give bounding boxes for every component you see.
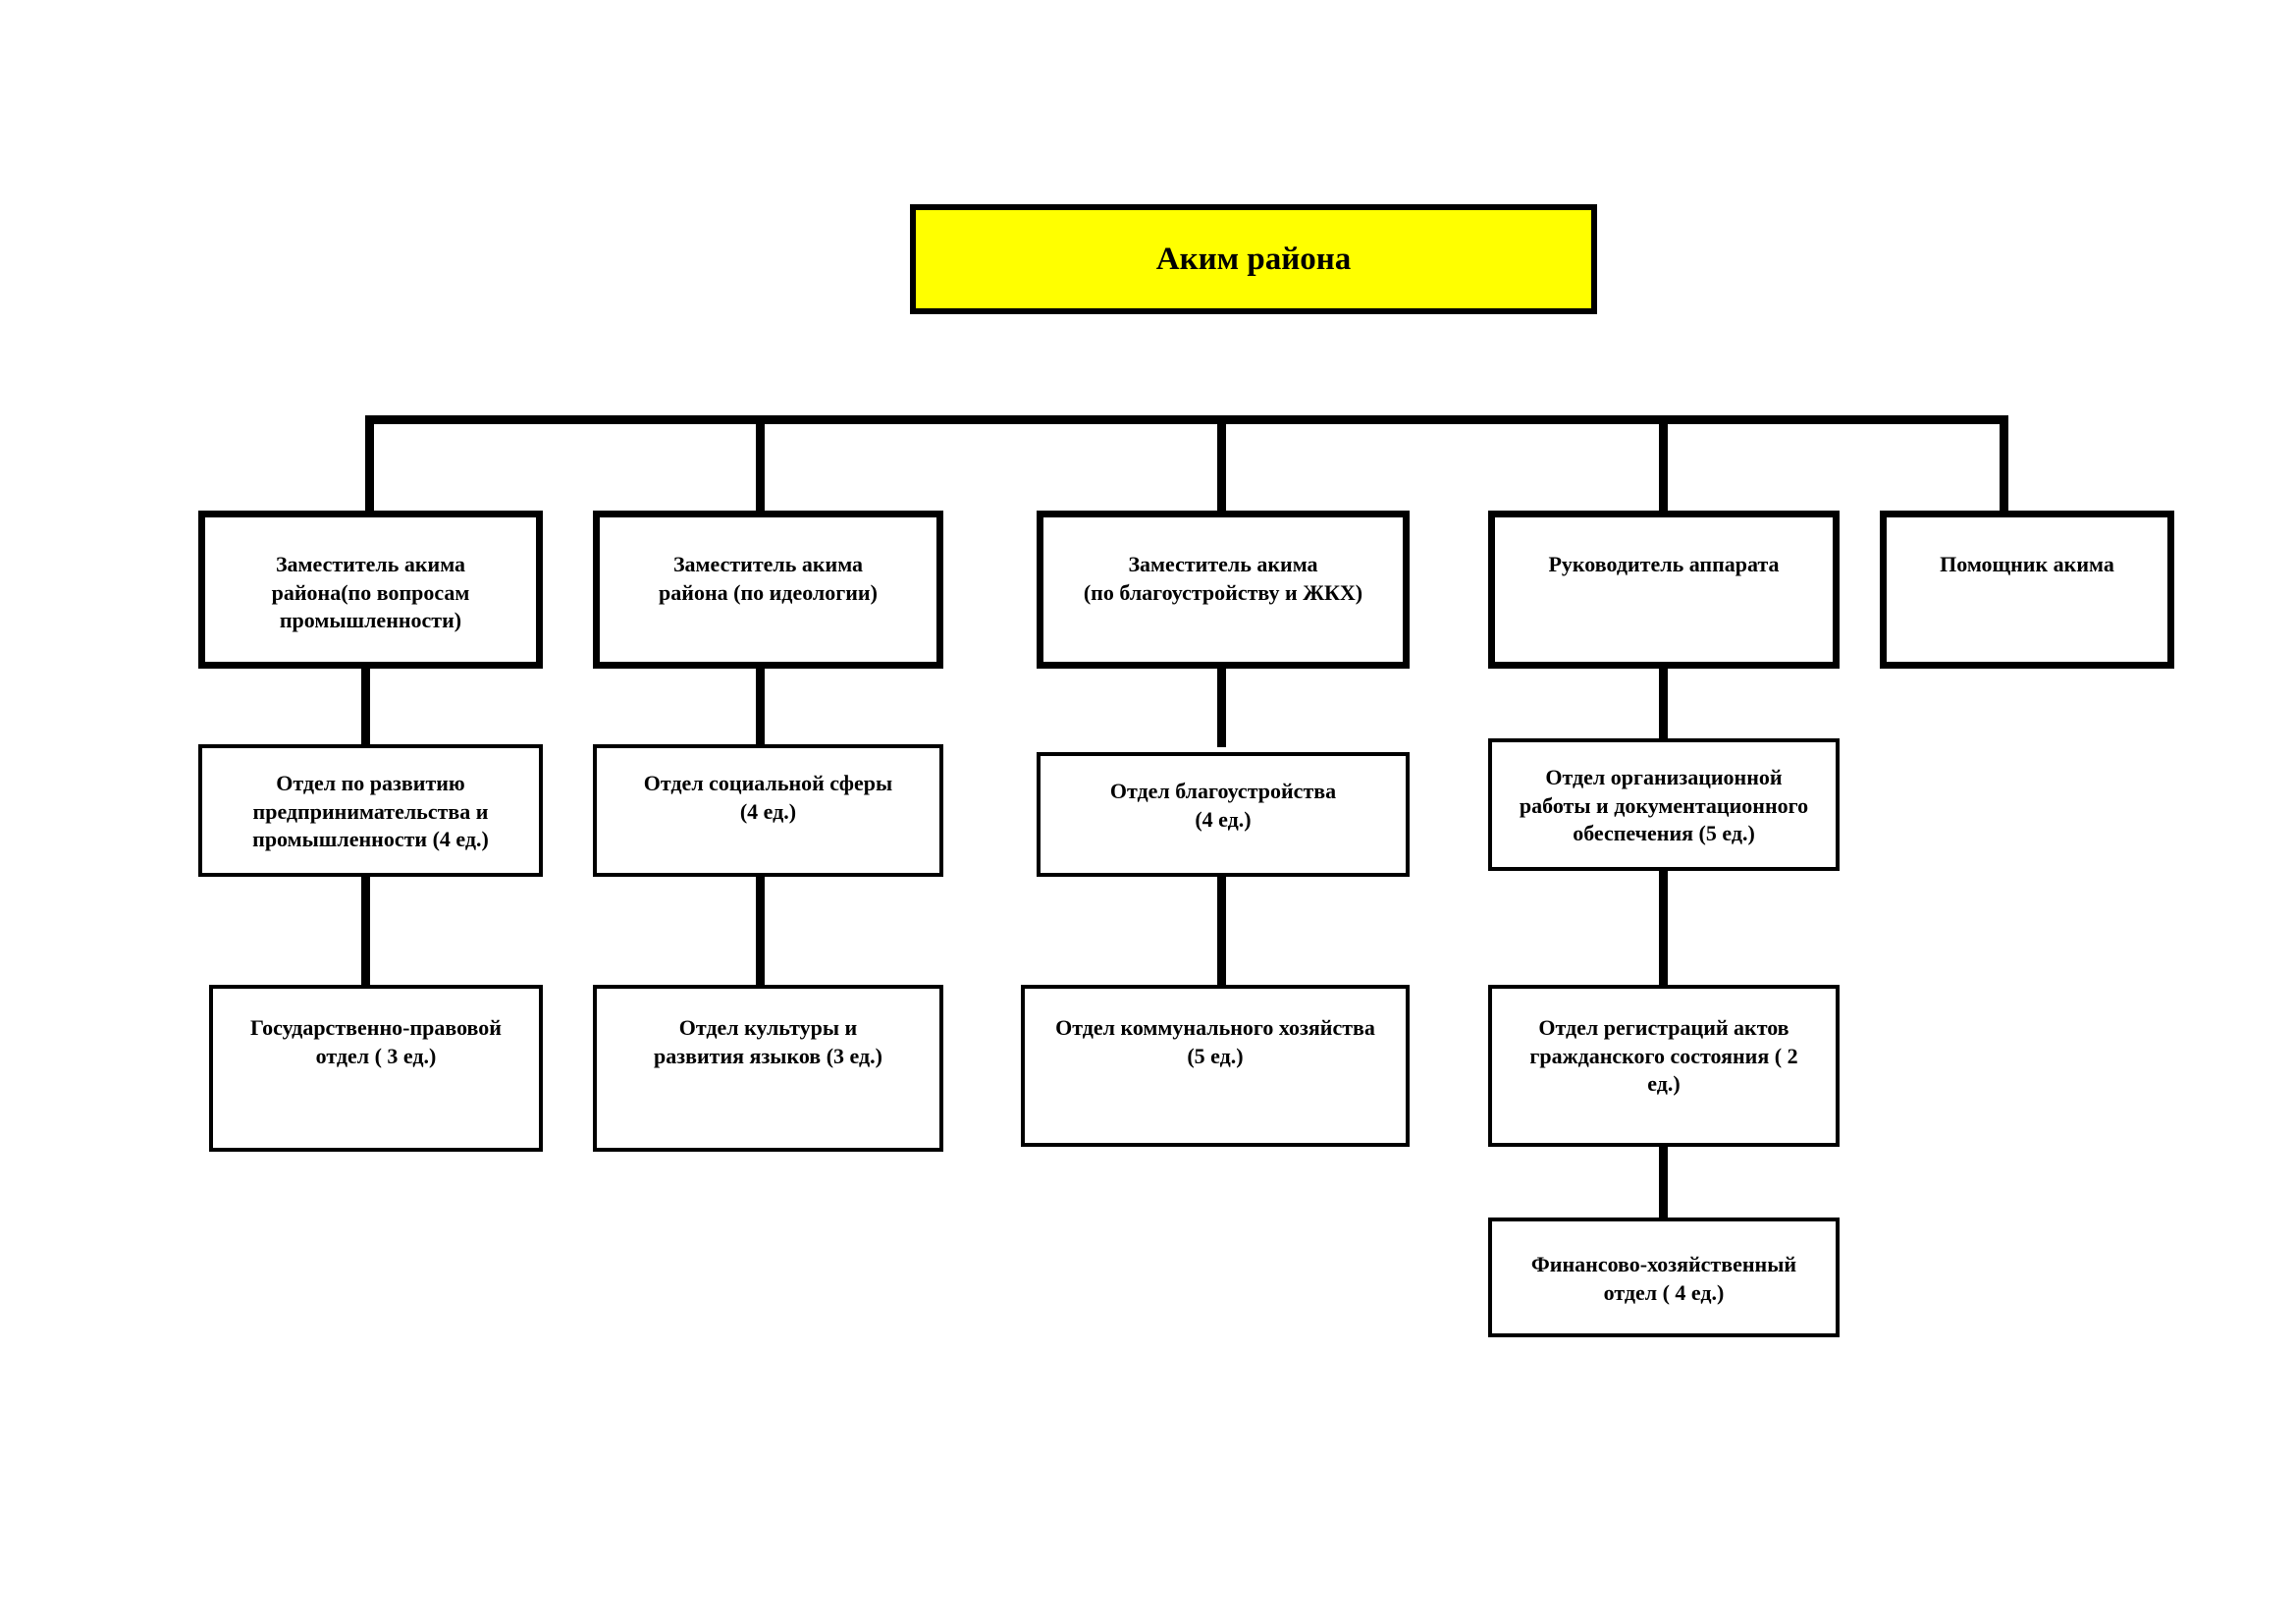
node-otdel-registraciy-aktov[interactable]: Отдел регистраций актов гражданского сос… — [1488, 985, 1840, 1147]
node-akim-rayona[interactable]: Аким района — [910, 204, 1597, 314]
bus-horizontal-main — [365, 415, 2008, 424]
node-label: Заместитель акима района (по идеологии) — [659, 552, 878, 605]
node-label: Заместитель акима района(по вопросам про… — [271, 552, 470, 633]
node-otdel-kommunalnogo-hozyaystva[interactable]: Отдел коммунального хозяйства (5 ед.) — [1021, 985, 1410, 1147]
node-pomoshchnik-akima[interactable]: Помощник акима — [1880, 511, 2174, 669]
node-label: Государственно-правовой отдел ( 3 ед.) — [250, 1015, 502, 1068]
node-label: Отдел коммунального хозяйства (5 ед.) — [1055, 1015, 1375, 1068]
node-label: Отдел культуры и развития языков (3 ед.) — [654, 1015, 882, 1068]
bus-drop-5 — [2000, 415, 2008, 514]
bus-drop-4 — [1659, 415, 1668, 514]
connector-l2-to-l3-col3 — [1217, 872, 1226, 990]
connector-l1-to-l2-col3 — [1217, 664, 1226, 747]
bus-drop-1 — [365, 415, 374, 514]
node-label: Отдел по развитию предпринимательства и … — [252, 771, 489, 852]
connector-l2-to-l3-col1 — [361, 872, 370, 990]
connector-l3-to-l4-col4 — [1659, 1142, 1668, 1240]
node-label: Отдел социальной сферы (4 ед.) — [643, 771, 893, 824]
connector-l2-to-l3-col2 — [756, 872, 765, 990]
connector-l1-to-l2-col4 — [1659, 664, 1668, 747]
node-gosudarstvenno-pravovoy-otdel[interactable]: Государственно-правовой отдел ( 3 ед.) — [209, 985, 543, 1152]
node-otdel-socialnoy-sfery[interactable]: Отдел социальной сферы (4 ед.) — [593, 744, 943, 877]
node-label: Финансово-хозяйственный отдел ( 4 ед.) — [1530, 1252, 1797, 1305]
node-zam-akima-promyshlennost[interactable]: Заместитель акима района(по вопросам про… — [198, 511, 543, 669]
node-finansovo-hozyaystvennyy-otdel[interactable]: Финансово-хозяйственный отдел ( 4 ед.) — [1488, 1218, 1840, 1337]
node-otdel-razvitiya-predprinimatelstva[interactable]: Отдел по развитию предпринимательства и … — [198, 744, 543, 877]
connector-l2-to-l3-col4 — [1659, 866, 1668, 990]
node-otdel-kultury-i-razvitiya-yazykov[interactable]: Отдел культуры и развития языков (3 ед.) — [593, 985, 943, 1152]
node-label: Заместитель акима (по благоустройству и … — [1083, 552, 1363, 605]
bus-drop-2 — [756, 415, 765, 514]
node-zam-akima-ideologiya[interactable]: Заместитель акима района (по идеологии) — [593, 511, 943, 669]
node-label: Руководитель аппарата — [1548, 552, 1780, 576]
node-rukovoditel-apparata[interactable]: Руководитель аппарата — [1488, 511, 1840, 669]
bus-drop-3 — [1217, 415, 1226, 514]
node-label: Помощник акима — [1940, 552, 2114, 576]
node-label: Отдел организационной работы и документа… — [1519, 765, 1809, 846]
node-zam-akima-blagoustroystvo-zhkh[interactable]: Заместитель акима (по благоустройству и … — [1037, 511, 1410, 669]
connector-l1-to-l2-col2 — [756, 664, 765, 747]
node-label: Отдел благоустройства (4 ед.) — [1109, 779, 1337, 832]
node-label: Отдел регистраций актов гражданского сос… — [1529, 1015, 1798, 1097]
node-otdel-organizacionnoy-raboty[interactable]: Отдел организационной работы и документа… — [1488, 738, 1840, 871]
node-otdel-blagoustroystva[interactable]: Отдел благоустройства (4 ед.) — [1037, 752, 1410, 877]
node-label: Аким района — [1155, 241, 1352, 277]
connector-l1-to-l2-col1 — [361, 664, 370, 747]
